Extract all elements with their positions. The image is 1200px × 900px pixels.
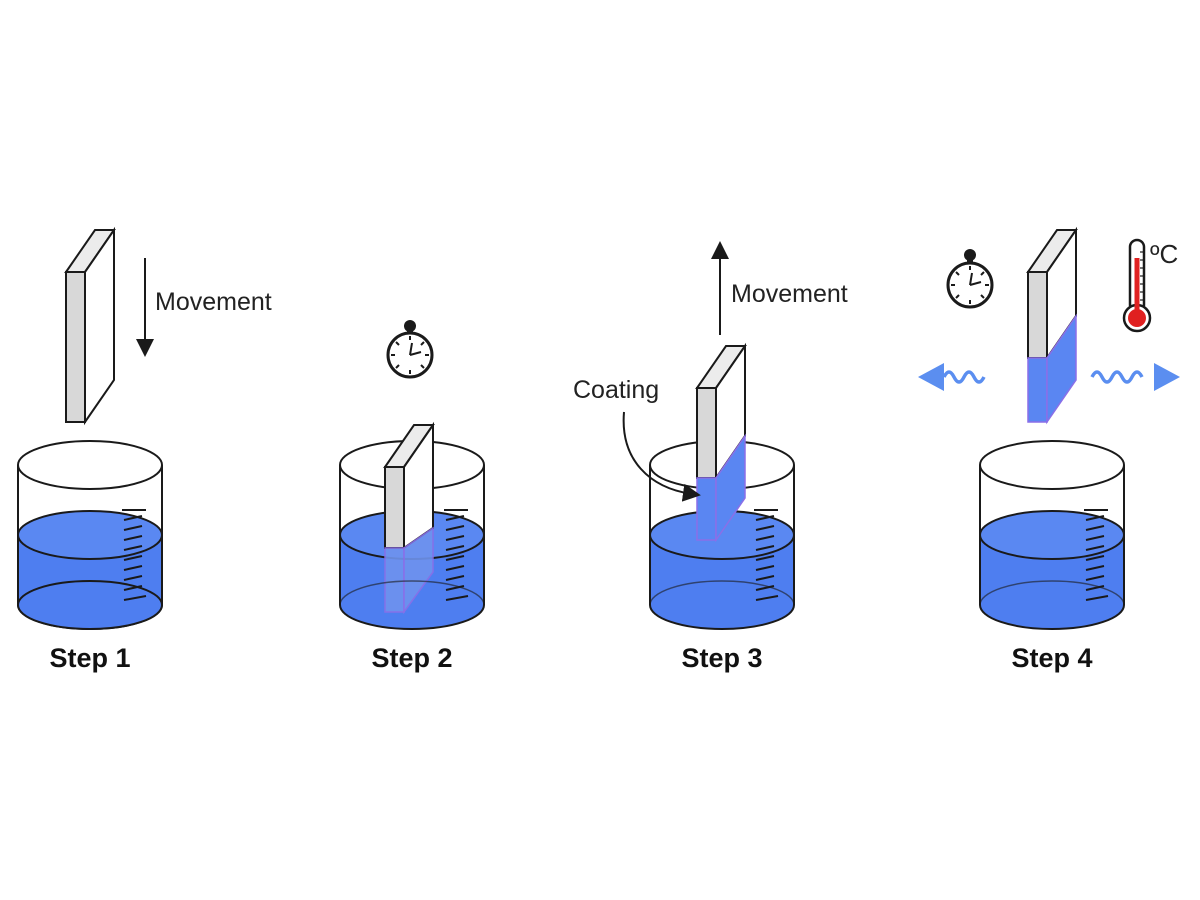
thermometer-icon <box>1122 238 1152 333</box>
heat-wave-icon <box>918 363 986 391</box>
step-label: Step 4 <box>1011 643 1092 673</box>
step-2: Step 2 <box>339 320 485 673</box>
liquid <box>980 535 1124 629</box>
step-3: Movement Coating <box>573 241 848 673</box>
coating-layer <box>1027 313 1077 425</box>
coating-layer <box>696 433 746 543</box>
step-label: Step 1 <box>49 643 130 673</box>
graduation-marks <box>444 509 469 601</box>
step-1: Movement Step 1 <box>17 226 272 673</box>
step-4: ºC Step 4 <box>918 226 1180 673</box>
stopwatch-icon <box>946 249 994 309</box>
graduation-marks <box>122 509 147 601</box>
substrate-slide <box>64 226 116 426</box>
coating-pointer-arrow <box>622 411 701 502</box>
step-label: Step 2 <box>371 643 452 673</box>
beaker <box>17 440 163 630</box>
beaker <box>979 440 1125 630</box>
movement-label: Movement <box>155 288 272 316</box>
substrate-slide <box>1026 226 1078 425</box>
liquid <box>650 535 794 629</box>
movement-label: Movement <box>731 280 848 308</box>
stopwatch-icon <box>386 320 434 379</box>
temperature-unit-label: ºC <box>1150 239 1178 269</box>
heat-wave-icon <box>1090 363 1180 391</box>
graduation-marks <box>1084 509 1109 601</box>
substrate-slide <box>695 342 747 543</box>
substrate-slide <box>383 421 435 615</box>
coating-label: Coating <box>573 376 659 404</box>
step-label: Step 3 <box>681 643 762 673</box>
graduation-marks <box>754 509 779 601</box>
